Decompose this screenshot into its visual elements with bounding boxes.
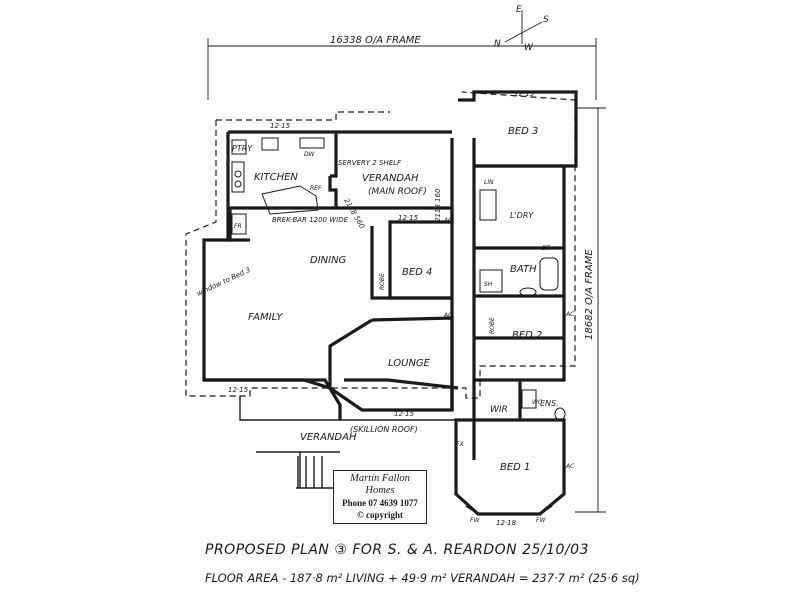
hallway-walls	[450, 138, 476, 460]
stamp-phone: Phone 07 4639 1077	[342, 498, 418, 508]
label-breakfast-bar: BREK-BAR 1200 WIDE	[272, 216, 349, 224]
label-bath-tub: BT	[542, 245, 551, 252]
stamp-copyright: © copyright	[357, 510, 403, 520]
dim-hall-mid: 2118 560	[342, 197, 366, 230]
kitchen-fixtures	[231, 137, 325, 235]
exterior-walls	[202, 130, 459, 420]
room-label-kitchen: KITCHEN	[254, 172, 298, 183]
room-label-lounge: LOUNGE	[388, 358, 431, 369]
compass-w: W	[524, 43, 534, 53]
dim-bed1-bottom: 12·18	[496, 519, 517, 527]
label-robe-bed4: ROBE	[379, 273, 386, 290]
room-label-pantry: PTRY	[232, 144, 253, 153]
roof-line	[185, 91, 576, 399]
room-label-servery: SERVERY 2 SHELF	[338, 159, 402, 167]
room-label-bed4: BED 4	[402, 267, 432, 278]
builder-stamp: Martin Fallon Homes Phone 07 4639 1077 ©…	[333, 470, 427, 524]
label-ac-lounge: AC	[443, 312, 453, 319]
verandah-stairs	[297, 456, 323, 488]
bed1-walls	[454, 418, 566, 516]
overall-width-dimension: 16338 O/A FRAME	[207, 35, 597, 100]
room-label-bed1: BED 1	[500, 462, 530, 473]
compass-s: S	[543, 15, 549, 25]
label-linen: LIN	[484, 179, 494, 186]
room-label-verandah-main-sub: (MAIN ROOF)	[368, 187, 427, 197]
overall-depth-label: 18682 O/A FRAME	[584, 249, 595, 340]
bathroom-fixtures	[479, 189, 566, 421]
dim-lounge-bottom: 12·15	[394, 410, 415, 418]
room-label-verandah-main: VERANDAH	[362, 173, 419, 184]
room-label-verandah-skillion-sub: (SKILLION ROOF)	[350, 425, 418, 434]
label-shower: SH	[484, 281, 493, 288]
kitchen-roof-line	[216, 111, 390, 121]
overall-width-label: 16338 O/A FRAME	[330, 35, 421, 46]
room-label-bath: BATH	[510, 264, 537, 275]
compass-e: E	[516, 5, 522, 15]
bed4-walls	[370, 226, 452, 300]
room-label-wir: WIR	[490, 405, 508, 415]
label-ac-bed2: AC	[565, 311, 575, 318]
dim-verandah-main: 12·15	[398, 214, 419, 222]
room-label-ensuite: ENS.	[540, 399, 559, 408]
label-wc: WC	[532, 399, 543, 406]
room-label-bed3: BED 3	[508, 126, 538, 137]
room-label-family: FAMILY	[248, 312, 283, 323]
compass-rose: E S N W	[494, 5, 549, 53]
dim-hall-right: 2118 160	[434, 188, 442, 222]
dim-kitchen-top: 12·15	[270, 122, 291, 130]
label-fw-left: FW	[470, 517, 480, 524]
verandah-skillion-line	[239, 396, 458, 489]
label-fx: FX	[456, 441, 464, 448]
compass-n: N	[494, 39, 501, 49]
floor-area-summary: FLOOR AREA - 187·8 m² LIVING + 49·9 m² V…	[205, 571, 640, 585]
kitchen-walls	[226, 132, 250, 242]
bed1-bay-window	[465, 505, 553, 515]
dim-bed3-top: 12·15	[514, 90, 535, 98]
plan-title: PROPOSED PLAN ③ FOR S. & A. REARDON 25/1…	[205, 542, 589, 558]
stamp-company-type: Homes	[365, 485, 395, 496]
label-ac-bed1: AC	[565, 463, 575, 470]
room-label-verandah-skillion: VERANDAH	[300, 432, 357, 443]
east-wing-walls	[474, 164, 566, 420]
room-label-laundry: L'DRY	[510, 211, 534, 220]
label-fridge: FR	[234, 223, 242, 230]
label-fw-right: FW	[536, 517, 546, 524]
room-label-dining: DINING	[310, 255, 347, 266]
dim-family-bottom: 12·15	[228, 386, 249, 394]
label-robe-bed2: ROBE	[489, 317, 496, 334]
label-ac-hall: AC	[443, 217, 453, 224]
stamp-company-name: Martin Fallon	[350, 473, 410, 484]
label-ref: REF	[310, 185, 322, 192]
room-label-bed2: BED 2	[512, 330, 542, 341]
label-dishwasher: DW	[304, 151, 316, 158]
overall-depth-dimension: 18682 O/A FRAME	[575, 107, 606, 513]
